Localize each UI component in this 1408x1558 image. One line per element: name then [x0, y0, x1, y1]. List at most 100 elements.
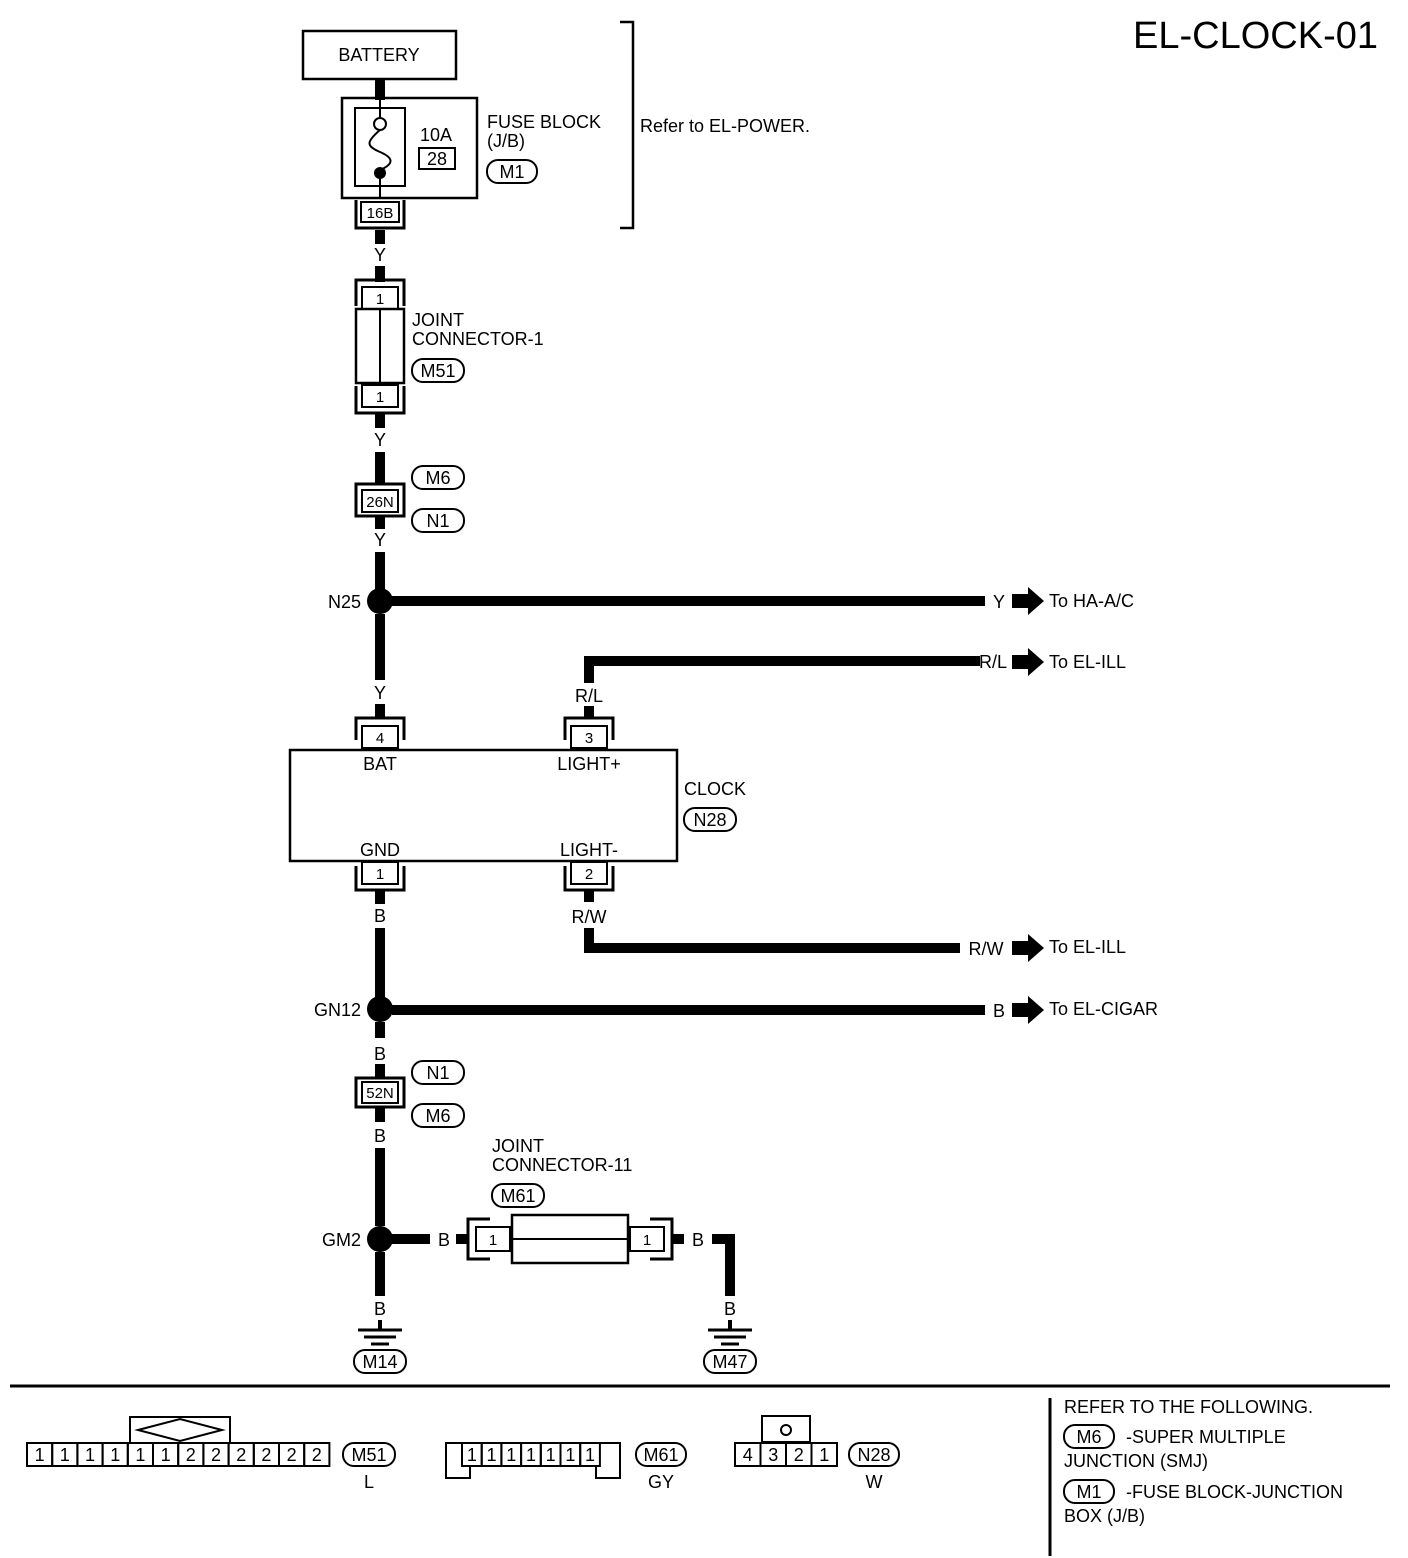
jc11-pin-left: 1: [489, 1232, 497, 1249]
arrow-el-cigar: [1012, 996, 1044, 1024]
fuse-block-box: [340, 96, 479, 200]
jc11-name-line2: CONNECTOR-11: [492, 1155, 632, 1175]
n28-view-color: W: [866, 1472, 883, 1492]
m61-pin-number: 1: [467, 1445, 477, 1465]
fuse-bottom-terminal: [374, 167, 386, 179]
jc1-name-line1: JOINT: [412, 310, 464, 330]
n28-pin-number: 2: [794, 1445, 804, 1465]
m61-view-connector: M61: [643, 1445, 678, 1465]
wire-label-rw-bottom: R/W: [572, 907, 607, 927]
dest-el-ill-1: To EL-ILL: [1049, 652, 1126, 672]
n28-pin-number: 4: [743, 1445, 753, 1465]
wire-label-y1: Y: [374, 245, 386, 265]
smj2-connector-m6: M6: [425, 1106, 450, 1126]
wire-label-b6: B: [374, 1299, 386, 1319]
n28-pin-number: 3: [768, 1445, 778, 1465]
wire-rw: [584, 928, 960, 953]
ground-m47: M47: [712, 1352, 747, 1372]
clock-label-gnd: GND: [360, 840, 400, 860]
wire-label-b7: B: [724, 1299, 736, 1319]
fuse-block-sub: (J/B): [487, 131, 525, 151]
smj2-connector-n1: N1: [426, 1063, 449, 1083]
arrow-el-ill-1: [1012, 648, 1044, 676]
smj2-pin-52n: 52N: [366, 1085, 394, 1102]
m61-pin-cell: [579, 1442, 601, 1467]
fuse-top-terminal: [373, 117, 387, 131]
wire-rl: [584, 656, 980, 683]
wire-label-b-branch: B: [993, 1001, 1005, 1021]
m51-pin-number: 2: [211, 1445, 221, 1465]
jc11-name-line1: JOINT: [492, 1136, 544, 1156]
clock-pin-light-plus: 3: [585, 730, 593, 747]
n28-pin-cell: [810, 1442, 838, 1467]
n28-view-connector: N28: [857, 1445, 890, 1465]
battery-label: BATTERY: [338, 45, 419, 65]
jc1-connector: M51: [420, 361, 455, 381]
m51-pin-number: 1: [60, 1445, 70, 1465]
clock-pin-bat: 4: [376, 730, 384, 747]
m51-pin-number: 2: [261, 1445, 271, 1465]
dest-el-cigar: To EL-CIGAR: [1049, 999, 1158, 1019]
wire-label-rl-top: R/L: [575, 686, 603, 706]
wire-label-y2: Y: [374, 430, 386, 450]
legend-item2-text1: -FUSE BLOCK-JUNCTION: [1126, 1482, 1343, 1502]
wire-label-y3: Y: [374, 530, 386, 550]
m51-view-color: L: [364, 1472, 374, 1492]
m51-pin-number: 1: [135, 1445, 145, 1465]
wire-label-b3: B: [374, 1126, 386, 1146]
wire-label-y-branch: Y: [993, 592, 1005, 612]
jc1-pin-top: 1: [376, 291, 384, 308]
legend-item1-conn: M6: [1076, 1427, 1101, 1447]
m61-pin-number: 1: [546, 1445, 556, 1465]
jc11-connector: M61: [500, 1186, 535, 1206]
fuse-terminal-box: [360, 201, 400, 223]
splice-gn12-label: GN12: [314, 1000, 361, 1020]
clock-label-light-plus: LIGHT+: [557, 754, 621, 774]
jc1-name-line2: CONNECTOR-1: [412, 329, 544, 349]
wire-label-b1: B: [374, 906, 386, 926]
m61-view-color: GY: [648, 1472, 674, 1492]
fuse-terminal-label: 16B: [367, 205, 394, 222]
arrow-ha-ac: [1012, 587, 1044, 615]
wire-label-rl-branch: R/L: [979, 652, 1007, 672]
wire-label-b4: B: [438, 1230, 450, 1250]
smj-connector-n1: N1: [426, 511, 449, 531]
legend-item2-text2: BOX (J/B): [1064, 1506, 1145, 1526]
fuse-block-connector: M1: [499, 162, 524, 182]
dest-el-ill-2: To EL-ILL: [1049, 937, 1126, 957]
m61-pin-number: 1: [565, 1445, 575, 1465]
clock-pin-light-minus: 2: [585, 866, 593, 883]
splice-gn12: [367, 996, 393, 1022]
m61-pin-number: 1: [506, 1445, 516, 1465]
splice-n25-label: N25: [328, 592, 361, 612]
smj-connector-m6: M6: [425, 468, 450, 488]
m51-view-connector: M51: [351, 1445, 386, 1465]
legend-item1-text1: -SUPER MULTIPLE: [1126, 1427, 1286, 1447]
refer-el-power: Refer to EL-POWER.: [640, 116, 810, 136]
m61-pin-number: 1: [526, 1445, 536, 1465]
m51-pin-number: 2: [287, 1445, 297, 1465]
m51-pin-number: 2: [186, 1445, 196, 1465]
splice-n25: [367, 588, 393, 614]
jc11-pin-right: 1: [643, 1232, 651, 1249]
clock-label-bat: BAT: [363, 754, 397, 774]
wire-label-b5: B: [692, 1230, 704, 1250]
dest-ha-ac: To HA-A/C: [1049, 591, 1134, 611]
wire-label-rw-branch: R/W: [969, 939, 1004, 959]
fuse-block-connector-tag: [486, 159, 538, 184]
m51-pin-number: 1: [110, 1445, 120, 1465]
clock-name: CLOCK: [684, 779, 746, 799]
jc1-pin-bottom: 1: [376, 389, 384, 406]
diagram-title: EL-CLOCK-01: [1133, 15, 1378, 57]
refer-bracket: [620, 20, 635, 230]
legend-header: REFER TO THE FOLLOWING.: [1064, 1397, 1313, 1417]
ground-m14: M14: [362, 1352, 397, 1372]
m51-pin-number: 1: [35, 1445, 45, 1465]
fuse-number-box: [418, 147, 456, 170]
fuse-symbol: [368, 129, 392, 171]
fuse-rating: 10A: [420, 125, 452, 145]
smj-pin-26n: 26N: [366, 494, 394, 511]
